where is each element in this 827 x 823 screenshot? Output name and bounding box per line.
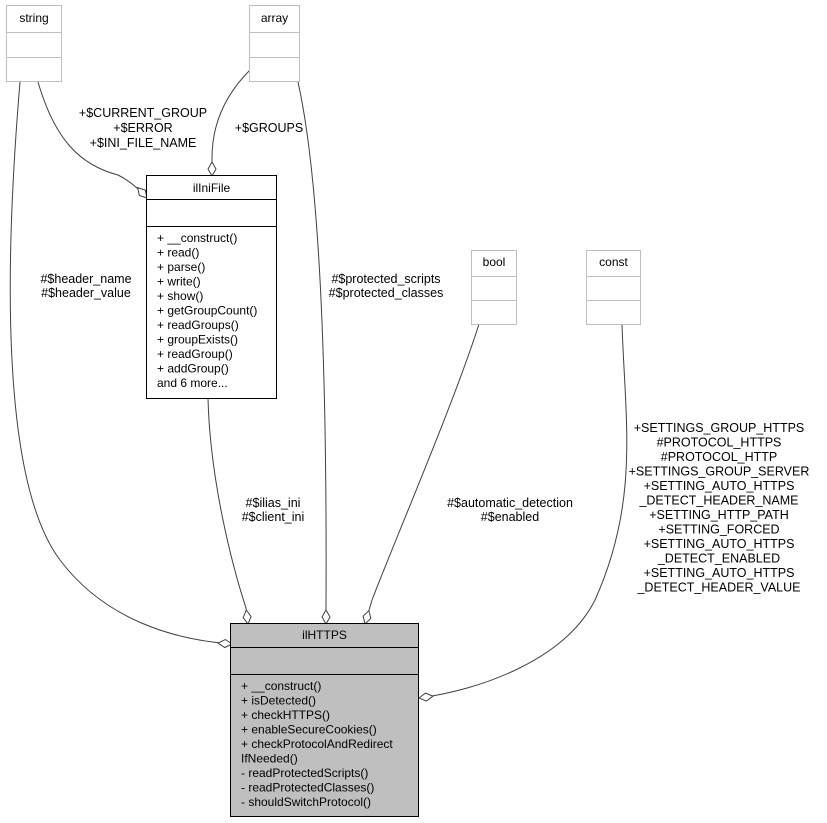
edge-label-string-to-https-0: #$header_name — [40, 272, 131, 286]
class-bool[interactable]: bool — [471, 250, 517, 325]
edge-label-const-to-https-9: _DETECT_ENABLED — [657, 552, 780, 566]
inifile-method-4: + show() — [157, 289, 203, 303]
edge-label-string-to-inifile-1: +$ERROR — [113, 121, 172, 135]
class-string[interactable]: string — [6, 5, 62, 82]
class-ilinifile[interactable]: ilIniFile + __construct()+ read()+ parse… — [146, 175, 277, 399]
edge-label-array-to-https-1: #$protected_classes — [329, 286, 444, 300]
edge-label-const-to-https-2: #PROTOCOL_HTTP — [661, 450, 777, 464]
inifile-method-3: + write() — [157, 275, 201, 289]
class-array[interactable]: array — [249, 5, 300, 82]
edge-label-const-to-https-0: +SETTINGS_GROUP_HTTPS — [634, 421, 805, 435]
edge-label-string-to-inifile-2: +$INI_FILE_NAME — [90, 136, 197, 150]
class-ilinifile-methods: + __construct()+ read()+ parse()+ write(… — [157, 231, 257, 390]
https-method-8: - shouldSwitchProtocol() — [241, 795, 371, 809]
edge-label-const-to-https-3: +SETTINGS_GROUP_SERVER — [629, 465, 810, 479]
edge-label-const-to-https-8: +SETTING_AUTO_HTTPS — [644, 537, 795, 551]
class-ilhttps[interactable]: ilHTTPS + __construct()+ isDetected()+ c… — [230, 623, 419, 817]
inifile-method-10: and 6 more... — [157, 376, 228, 390]
class-ilhttps-name: ilHTTPS — [302, 628, 347, 642]
edge-string-to-https — [9, 81, 234, 649]
edge-label-const-to-https-10: +SETTING_AUTO_HTTPS — [644, 566, 795, 580]
edge-label-inifile-to-https: #$ilias_ini#$client_ini — [242, 496, 305, 524]
class-const-name: const — [599, 255, 628, 269]
inifile-method-0: + __construct() — [157, 231, 237, 245]
edge-label-bool-to-https-1: #$enabled — [481, 510, 539, 524]
edge-inifile-to-https — [207, 397, 252, 625]
edge-label-array-to-https-0: #$protected_scripts — [331, 272, 440, 286]
edge-label-const-to-https-1: #PROTOCOL_HTTPS — [657, 436, 782, 450]
class-bool-name: bool — [483, 255, 506, 269]
https-method-6: - readProtectedScripts() — [241, 766, 368, 780]
edge-label-array-to-inifile: +$GROUPS — [235, 121, 303, 135]
inifile-method-7: + groupExists() — [157, 333, 238, 347]
inifile-method-9: + addGroup() — [157, 362, 229, 376]
https-method-1: + isDetected() — [241, 694, 316, 708]
edge-label-const-to-https-11: _DETECT_HEADER_VALUE — [636, 581, 800, 595]
edge-label-const-to-https-5: _DETECT_HEADER_NAME — [638, 494, 798, 508]
edge-bool-to-https — [362, 323, 480, 625]
edge-label-const-to-https-6: +SETTING_HTTP_PATH — [649, 508, 789, 522]
inifile-method-8: + readGroup() — [157, 347, 233, 361]
class-string-name: string — [19, 11, 48, 25]
edge-label-string-to-https-1: #$header_value — [41, 286, 131, 300]
inifile-method-5: + getGroupCount() — [157, 304, 257, 318]
edge-label-string-to-inifile-0: +$CURRENT_GROUP — [79, 106, 207, 120]
inifile-method-1: + read() — [157, 246, 199, 260]
https-method-7: - readProtectedClasses() — [241, 781, 374, 795]
edge-label-string-to-https: #$header_name#$header_value — [40, 272, 131, 300]
inifile-method-2: + parse() — [157, 260, 205, 274]
edge-label-bool-to-https-0: #$automatic_detection — [447, 496, 573, 510]
https-method-5: IfNeeded() — [241, 752, 298, 766]
https-method-4: + checkProtocolAndRedirect — [241, 737, 393, 751]
https-method-2: + checkHTTPS() — [241, 708, 330, 722]
class-const[interactable]: const — [586, 250, 641, 325]
https-method-3: + enableSecureCookies() — [241, 723, 377, 737]
inifile-method-6: + readGroups() — [157, 318, 239, 332]
edge-label-array-to-https: #$protected_scripts#$protected_classes — [329, 272, 444, 300]
edge-string-to-inifile — [37, 81, 148, 199]
edge-label-string-to-inifile: +$CURRENT_GROUP+$ERROR+$INI_FILE_NAME — [79, 106, 207, 150]
edge-array-to-https — [297, 81, 331, 626]
edge-label-const-to-https-4: +SETTING_AUTO_HTTPS — [644, 479, 795, 493]
edge-label-const-to-https: +SETTINGS_GROUP_HTTPS#PROTOCOL_HTTPS#PRO… — [629, 421, 810, 595]
class-ilinifile-name: ilIniFile — [193, 181, 231, 195]
https-method-0: + __construct() — [241, 679, 321, 693]
edge-label-inifile-to-https-0: #$ilias_ini — [246, 496, 301, 510]
class-ilhttps-methods: + __construct()+ isDetected()+ checkHTTP… — [241, 679, 393, 809]
edge-label-const-to-https-7: +SETTING_FORCED — [658, 523, 779, 537]
class-array-name: array — [261, 11, 288, 25]
edge-const-to-https — [418, 323, 628, 702]
edge-label-inifile-to-https-1: #$client_ini — [242, 510, 305, 524]
edge-array-to-inifile — [207, 69, 251, 178]
edge-label-array-to-inifile-0: +$GROUPS — [235, 121, 303, 135]
edge-label-bool-to-https: #$automatic_detection#$enabled — [447, 496, 573, 524]
